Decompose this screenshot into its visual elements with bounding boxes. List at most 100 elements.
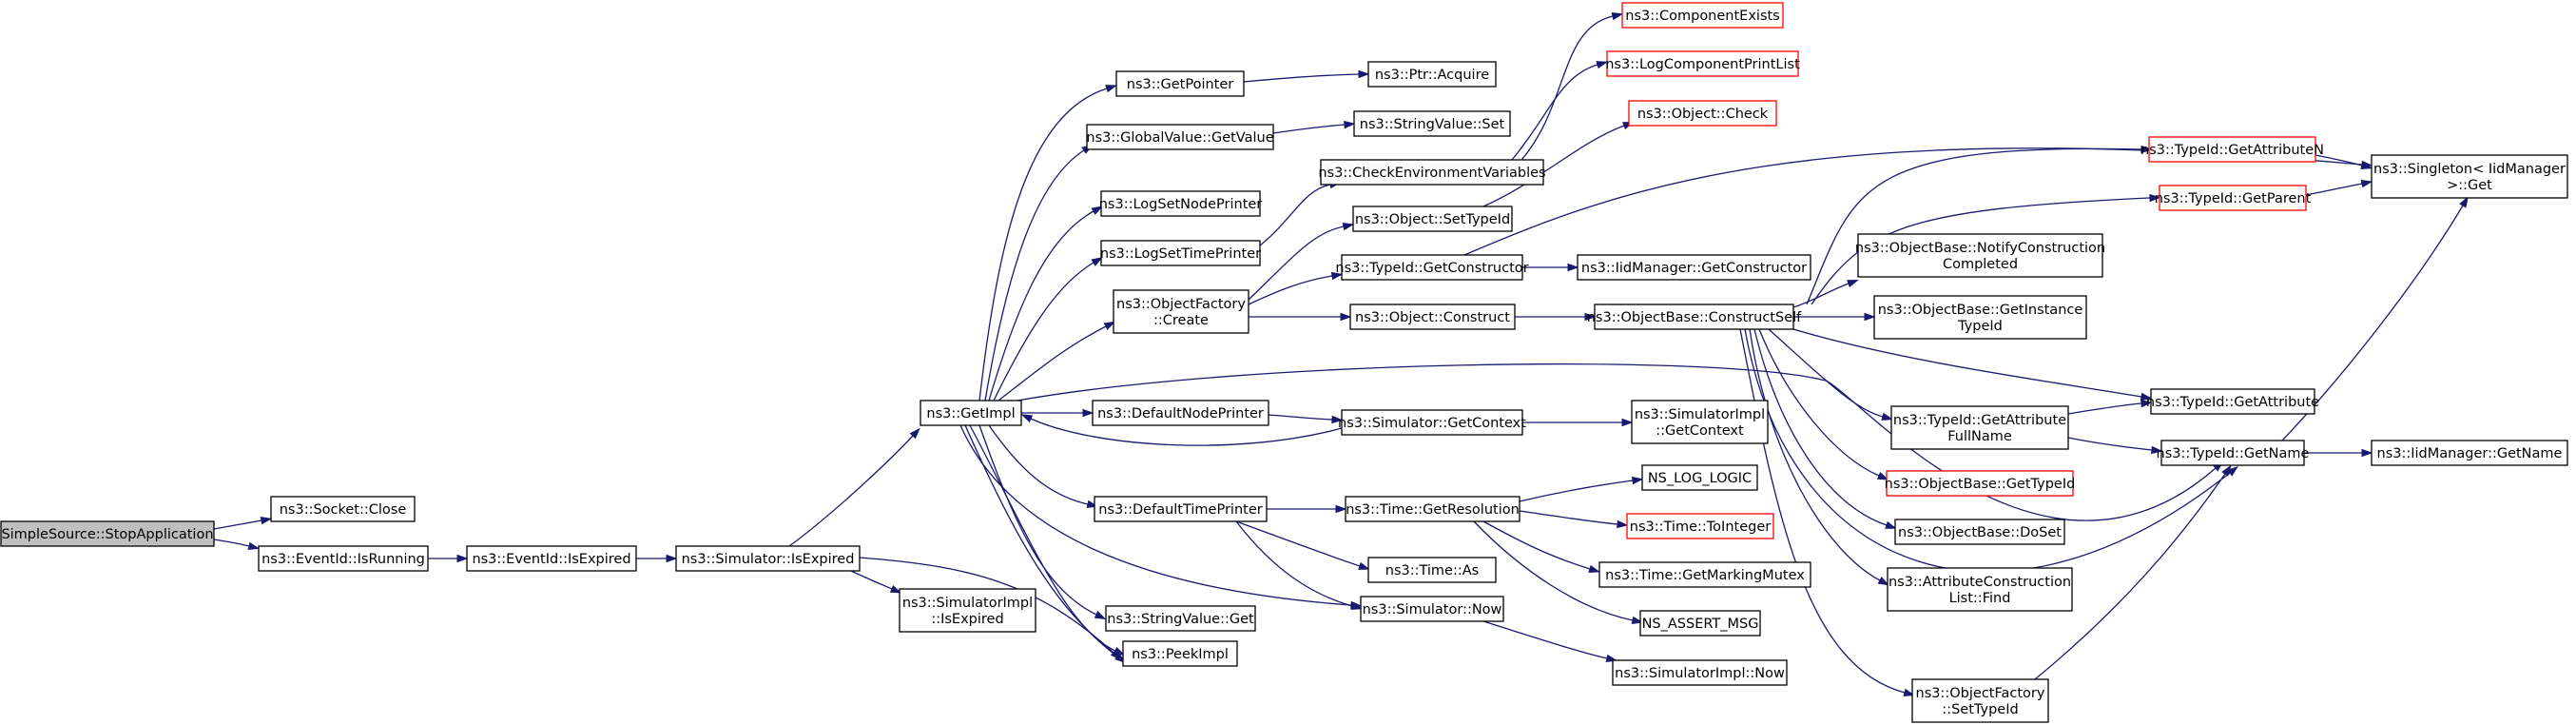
node-compexists[interactable]: ns3::ComponentExists — [1621, 2, 1784, 29]
edge-arrowhead — [1631, 476, 1644, 485]
edge-line — [1511, 64, 1598, 161]
node-simimpl-getcontext[interactable]: ns3::SimulatorImpl::GetContext — [1631, 400, 1769, 444]
edge-ob_constructself-to-typeid_getname — [1744, 328, 2239, 573]
node-sim-getcontext[interactable]: ns3::Simulator::GetContext — [1338, 409, 1526, 436]
edge-objfactory_create-to-typeid_getctor — [1248, 271, 1344, 305]
node-label: ns3::StringValue::Set — [1360, 117, 1505, 132]
edge-arrowhead — [1567, 263, 1579, 272]
node-ns-log-logic[interactable]: NS_LOG_LOGIC — [1641, 464, 1758, 491]
edge-line — [1259, 184, 1331, 246]
node-box — [1598, 561, 1811, 588]
edge-arrowhead — [456, 554, 469, 563]
node-label: ns3::Time::GetResolution — [1346, 502, 1520, 518]
node-typeid-getname[interactable]: ns3::TypeId::GetName — [2157, 440, 2310, 466]
node-sock-close[interactable]: ns3::Socket::Close — [270, 496, 416, 522]
node-sv-get[interactable]: ns3::StringValue::Get — [1105, 605, 1256, 632]
node-deftimeprinter[interactable]: ns3::DefaultTimePrinter — [1094, 496, 1268, 522]
edge-ob_constructself-to-attrconst_find — [1749, 328, 1890, 586]
node-box — [920, 400, 1022, 426]
node-ev-expired[interactable]: ns3::EventId::IsExpired — [466, 545, 637, 572]
edge-line — [988, 424, 1089, 505]
edge-line — [788, 435, 914, 547]
node-typeid-getparent[interactable]: ns3::TypeId::GetParent — [2155, 185, 2312, 211]
edge-line — [1753, 328, 1888, 526]
node-singleton-get[interactable]: ns3::Singleton< IidManager >::Get — [2371, 154, 2568, 199]
node-label: ns3::Simulator::IsExpired — [682, 552, 855, 567]
node-simimpl-now[interactable]: ns3::SimulatorImpl::Now — [1612, 659, 1788, 686]
node-typeid-getctor[interactable]: ns3::TypeId::GetConstructor — [1335, 254, 1529, 281]
node-label: ns3::DefaultNodePrinter — [1097, 406, 1264, 421]
edge-arrowhead — [1331, 415, 1344, 424]
edge-ob_constructself-to-typeid_getattrn — [1806, 145, 2153, 305]
node-ptr-acquire[interactable]: ns3::Ptr::Acquire — [1367, 61, 1497, 88]
edge-ob_constructself-to-typeid_getattr — [1792, 328, 2153, 402]
node-simimpl-isexp[interactable]: ns3::SimulatorImpl::IsExpired — [899, 588, 1036, 633]
edge-arrowhead — [1358, 69, 1370, 79]
node-ev-running[interactable]: ns3::EventId::IsRunning — [258, 545, 429, 572]
node-objfactory-create[interactable]: ns3::ObjectFactory::Create — [1113, 289, 1249, 334]
node-box — [2160, 440, 2305, 466]
edge-arrowhead — [889, 584, 902, 594]
node-objfactory-settypeid[interactable]: ns3::ObjectFactory::SetTypeId — [1911, 678, 2049, 723]
edge-arrowhead — [1611, 12, 1624, 21]
node-ob-notify[interactable]: ns3::ObjectBase::NotifyConstructionCompl… — [1855, 233, 2105, 278]
edge-line — [1520, 15, 1614, 161]
node-box — [1367, 557, 1497, 583]
node-logcompprint[interactable]: ns3::LogComponentPrintList — [1605, 50, 1800, 77]
node-iidmgr-getname[interactable]: ns3::IidManager::GetName — [2371, 440, 2568, 466]
edge-line — [988, 210, 1094, 402]
node-obj-settypeid[interactable]: ns3::Object::SetTypeId — [1352, 206, 1513, 232]
edge-arrowhead — [1631, 616, 1644, 625]
edge-arrowhead — [666, 554, 678, 563]
node-logsettime[interactable]: ns3::LogSetTimePrinter — [1100, 240, 1261, 266]
node-getimpl[interactable]: ns3::GetImpl — [920, 400, 1022, 426]
node-typeid-getattr[interactable]: ns3::TypeId::GetAttribute — [2146, 388, 2319, 415]
edge-line — [1482, 125, 1625, 207]
node-logsetnode[interactable]: ns3::LogSetNodePrinter — [1099, 190, 1263, 217]
edge-line — [2315, 154, 2363, 167]
edge-line — [2305, 183, 2363, 196]
node-peekimpl[interactable]: ns3::PeekImpl — [1122, 640, 1238, 667]
node-ob-gettypeid[interactable]: ns3::ObjectBase::GetTypeId — [1885, 470, 2076, 497]
node-box — [1094, 496, 1268, 522]
node-box — [1113, 289, 1249, 334]
node-ob-constructself[interactable]: ns3::ObjectBase::ConstructSelf — [1587, 304, 1802, 330]
node-checkenv[interactable]: ns3::CheckEnvironmentVariables — [1318, 159, 1546, 186]
edge-typeid_getname-to-singleton_get — [2281, 196, 2469, 441]
node-box — [1594, 304, 1794, 330]
node-time-tointeger[interactable]: ns3::Time::ToInteger — [1626, 513, 1774, 539]
node-objcheck[interactable]: ns3::Object::Check — [1628, 100, 1777, 127]
node-label: ns3::Time::GetMarkingMutex — [1605, 568, 1805, 583]
node-getpointer[interactable]: ns3::GetPointer — [1115, 70, 1245, 97]
node-root[interactable]: SimpleSource::StopApplication — [0, 520, 215, 547]
node-sim-isexp[interactable]: ns3::Simulator::IsExpired — [675, 545, 861, 572]
node-box — [1105, 605, 1256, 632]
node-box — [270, 496, 416, 522]
edge-getimpl-to-objfactory_create — [997, 321, 1116, 402]
node-label: ns3::EventId::IsRunning — [261, 552, 425, 567]
edge-line — [1792, 328, 2142, 398]
node-gv-getvalue[interactable]: ns3::GlobalValue::GetValue — [1086, 124, 1274, 150]
node-typeid-getattrn[interactable]: ns3::TypeId::GetAttributeN — [2140, 136, 2324, 163]
node-sv-set[interactable]: ns3::StringValue::Set — [1353, 110, 1511, 137]
edge-obj_construct-to-ob_constructself — [1514, 312, 1597, 322]
edge-line — [1768, 328, 1884, 418]
node-iidmgr-getctor[interactable]: ns3::IidManager::GetConstructor — [1577, 254, 1811, 281]
node-defnodeprinter[interactable]: ns3::DefaultNodePrinter — [1092, 400, 1269, 426]
node-time-getres[interactable]: ns3::Time::GetResolution — [1345, 496, 1520, 522]
node-ns-assert-msg[interactable]: NS_ASSERT_MSG — [1639, 610, 1761, 637]
node-label: NS_LOG_LOGIC — [1648, 471, 1752, 486]
node-box — [1100, 240, 1261, 266]
node-time-getmutex[interactable]: ns3::Time::GetMarkingMutex — [1598, 561, 1811, 588]
node-obj-construct[interactable]: ns3::Object::Construct — [1349, 304, 1516, 330]
node-label: ns3::ObjectBase::GetInstance — [1878, 303, 2083, 318]
node-time-as[interactable]: ns3::Time::As — [1367, 557, 1497, 583]
node-box — [2159, 185, 2307, 211]
node-label: ns3::LogSetTimePrinter — [1100, 246, 1261, 262]
edge-ob_constructself-to-ob_getinstance — [1792, 312, 1876, 322]
node-sim-now[interactable]: ns3::Simulator::Now — [1360, 596, 1504, 622]
node-ob-doset[interactable]: ns3::ObjectBase::DoSet — [1894, 519, 2065, 545]
